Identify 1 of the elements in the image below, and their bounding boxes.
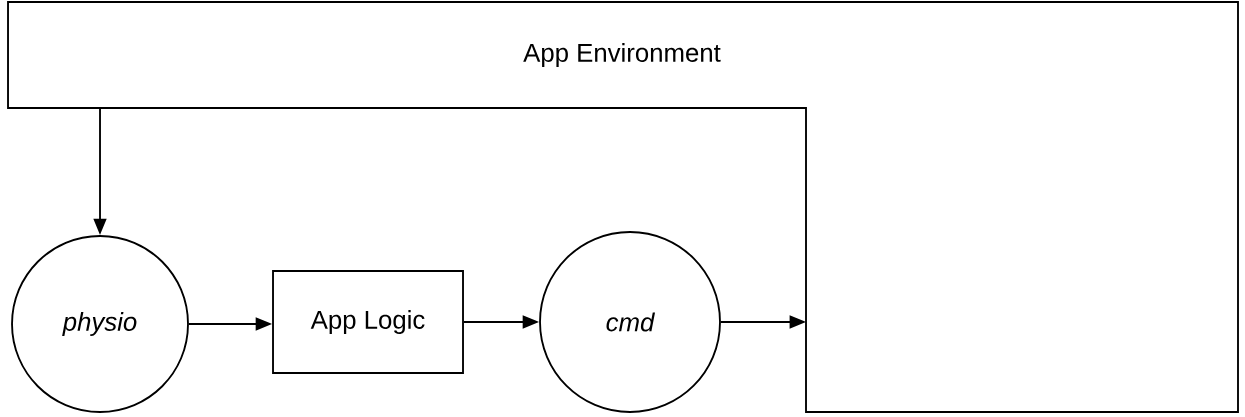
process-box: App Logic <box>272 270 464 374</box>
